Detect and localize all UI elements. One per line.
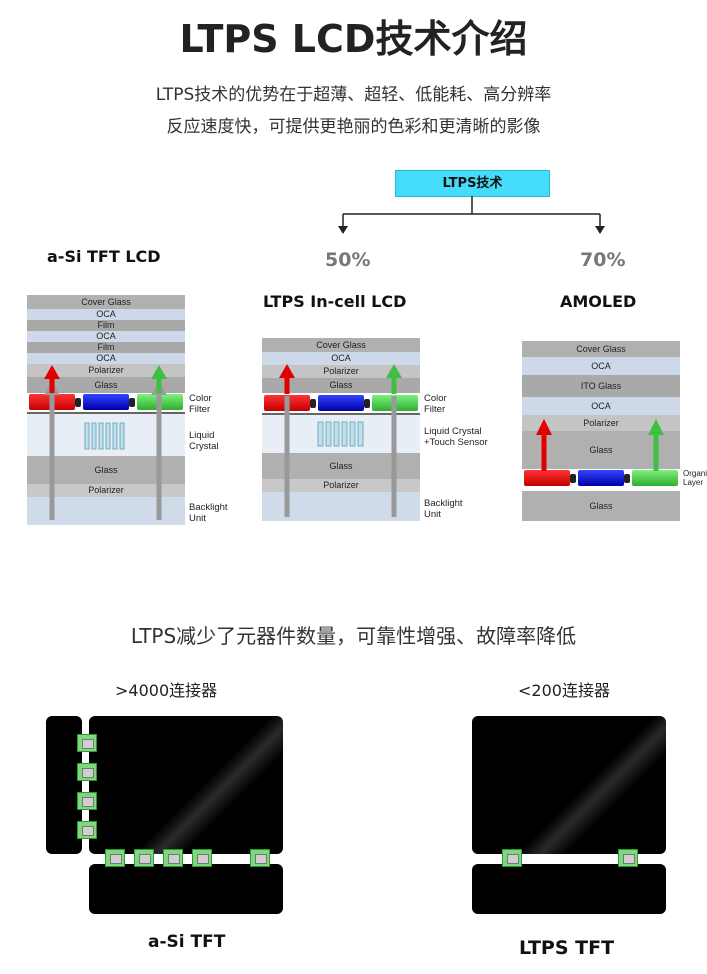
black-matrix <box>570 474 576 483</box>
black-matrix <box>624 474 630 483</box>
layer-film: Film <box>27 342 185 353</box>
green-oled <box>632 470 678 486</box>
layer-oca: OCA <box>522 397 680 415</box>
amoled-stack: Cover Glass OCA ITO Glass OCA Polarizer … <box>522 341 680 521</box>
right-connector-count: <200连接器 <box>518 681 610 700</box>
layer-cover-glass: Cover Glass <box>27 295 185 309</box>
layer-glass: Glass <box>262 378 420 393</box>
label-backlight: Backlight Unit <box>189 502 228 524</box>
black-matrix <box>75 398 81 407</box>
red-oled <box>524 470 570 486</box>
subtitle-line-2: 反应速度快，可提供更艳丽的色彩和更清晰的影像 <box>166 117 541 137</box>
branch-connector <box>338 196 605 234</box>
layer-cover-glass: Cover Glass <box>522 341 680 357</box>
asi-panel-top <box>89 716 283 854</box>
asi-tft-lcd-title: a-Si TFT LCD <box>47 247 161 266</box>
ltps-tft-label: LTPS TFT <box>519 937 615 959</box>
percent-in-cell: 50% <box>325 249 371 271</box>
connector-chip <box>250 849 270 867</box>
layer-film: Film <box>27 320 185 331</box>
asi-panel-bottom <box>89 864 283 914</box>
connector-chip <box>77 792 97 810</box>
incell-stack: Cover Glass OCA Polarizer Glass Glass Po… <box>262 338 420 521</box>
layer-oca: OCA <box>27 353 185 364</box>
connector-chip <box>105 849 125 867</box>
connector-chip <box>502 849 522 867</box>
connector-chip <box>163 849 183 867</box>
left-connector-count: >4000连接器 <box>115 681 218 700</box>
connector-chip <box>618 849 638 867</box>
layer-glass: Glass <box>522 491 680 521</box>
layer-oca: OCA <box>27 309 185 320</box>
section2-heading: LTPS减少了元器件数量，可靠性增强、故障率降低 <box>130 624 577 648</box>
blue-filter <box>83 394 129 410</box>
asi-stack: Cover Glass OCA Film OCA Film OCA Polari… <box>27 295 185 525</box>
label-liquid-crystal-touch: Liquid Crystal +Touch Sensor <box>424 426 488 448</box>
connector-chip <box>192 849 212 867</box>
label-color-filter: Color Filter <box>189 393 212 415</box>
light-arrows <box>536 419 664 471</box>
label-liquid-crystal: Liquid Crystal <box>189 430 219 452</box>
layer-oca: OCA <box>262 352 420 365</box>
black-matrix <box>364 399 370 408</box>
blue-oled <box>578 470 624 486</box>
connector-chip <box>77 821 97 839</box>
subtitle-line-1: LTPS技术的优势在于超薄、超轻、低能耗、高分辨率 <box>155 85 552 105</box>
layer-oca: OCA <box>522 357 680 375</box>
layer-oca: OCA <box>27 331 185 342</box>
asi-tft-label: a-Si TFT <box>148 932 226 952</box>
layer-cover-glass: Cover Glass <box>262 338 420 352</box>
label-color-filter: Color Filter <box>424 393 447 415</box>
ltps-incell-title: LTPS In-cell LCD <box>263 292 407 311</box>
black-matrix <box>129 398 135 407</box>
layer-glass: Glass <box>27 377 185 393</box>
light-arrows <box>279 364 402 517</box>
label-backlight: Backlight Unit <box>424 498 463 520</box>
percent-amoled: 70% <box>580 249 626 271</box>
amoled-title: AMOLED <box>560 292 637 311</box>
asi-left-strip <box>46 716 82 854</box>
black-matrix <box>310 399 316 408</box>
connector-chip <box>77 734 97 752</box>
layer-polarizer: Polarizer <box>262 479 420 492</box>
ltps-panel-top <box>472 716 666 854</box>
layer-polarizer: Polarizer <box>262 365 420 378</box>
blue-filter <box>318 395 364 411</box>
layer-polarizer: Polarizer <box>27 484 185 497</box>
light-arrows <box>44 365 167 520</box>
ltps-panel-bottom <box>472 864 666 914</box>
page-title: LTPS LCD技术介绍 <box>179 17 528 61</box>
layer-polarizer: Polarizer <box>27 364 185 377</box>
label-organic-layer: Organic Layer <box>683 469 707 487</box>
connector-chip <box>77 763 97 781</box>
layer-ito-glass: ITO Glass <box>522 375 680 397</box>
connector-chip <box>134 849 154 867</box>
layer-polarizer: Polarizer <box>522 415 680 431</box>
